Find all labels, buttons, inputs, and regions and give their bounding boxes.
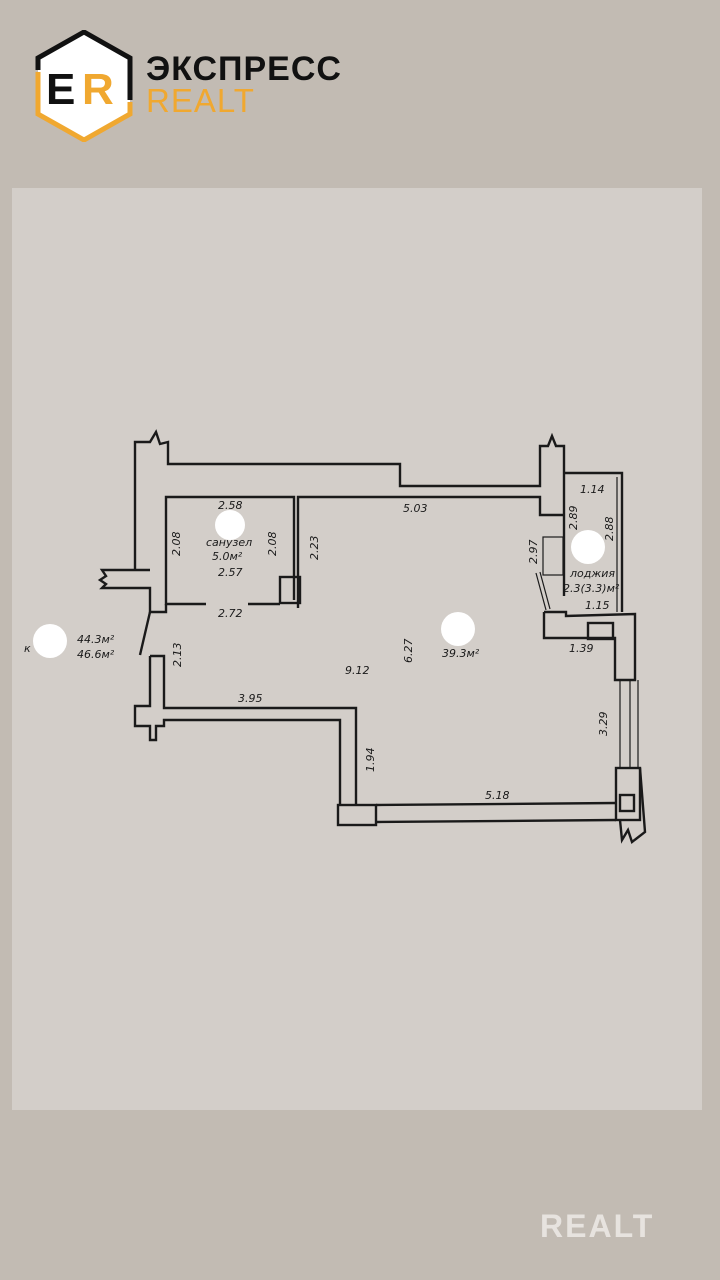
wall-entry [97, 568, 168, 614]
dim-bath-top: 2.58 [218, 499, 243, 512]
wall-lower-left-outer [133, 656, 342, 806]
door-entry [138, 611, 152, 656]
dim-bottom: 5.18 [485, 789, 510, 802]
room-area-main: 39.3м² [442, 647, 480, 660]
dim-main-width: 6.27 [402, 639, 415, 664]
redaction-dot-bathroom [215, 510, 245, 540]
wall-top [133, 429, 566, 596]
dim-bath-left: 2.08 [170, 532, 183, 557]
wall-bottom-1 [375, 801, 617, 807]
redaction-dot-loggia [571, 530, 605, 564]
wall-lower-left [150, 654, 358, 806]
room-area-bathroom: 5.0м² [212, 550, 243, 563]
wall-bottom-2 [375, 818, 617, 824]
wall-right-lower [618, 767, 647, 844]
total-prefix: к [24, 642, 31, 655]
wall-inner-top [296, 495, 564, 608]
room-area-loggia: 2.3(3.3)м² [563, 582, 620, 595]
wall-bathroom [164, 495, 296, 606]
shaft [278, 575, 302, 605]
paper-sheet [12, 188, 702, 1110]
door-loggia-2 [539, 571, 551, 610]
pillar-bottom-right [614, 766, 642, 822]
redaction-dot-total [33, 624, 67, 658]
dim-corridor: 2.72 [218, 607, 243, 620]
dim-entry: 2.13 [171, 643, 184, 668]
brand-logo: E R ЭКСПРЕСС REALT [34, 30, 354, 142]
dim-loggia-right: 2.88 [603, 517, 616, 542]
dim-step: 1.94 [364, 748, 377, 773]
logo-letter-e: E [46, 65, 75, 114]
dim-loggia-left: 2.89 [567, 506, 580, 531]
watermark: REALT [540, 1208, 655, 1244]
dim-pillar: 1.39 [569, 642, 594, 655]
wall-right-mid [542, 610, 637, 682]
dim-right-wall: 2.97 [527, 540, 540, 565]
redaction-dot-main [441, 612, 475, 646]
dim-hall-vertical: 2.23 [308, 536, 321, 561]
pillar-bottom-right-inner [618, 793, 636, 813]
pillar-bottom [336, 803, 378, 827]
wall-loggia-right [564, 471, 624, 612]
brand-title: ЭКСПРЕСС [146, 50, 342, 88]
pillar-right [586, 621, 615, 641]
dim-bath-bottom: 2.57 [218, 566, 243, 579]
room-name-loggia: лоджия [569, 567, 615, 580]
brand-subtitle: REALT [146, 82, 255, 119]
dim-lower-left: 3.95 [238, 692, 263, 705]
dim-loggia-top: 1.14 [580, 483, 605, 496]
logo-letter-r: R [82, 65, 114, 114]
door-loggia [535, 572, 547, 611]
hexagon-logo-icon: E R [35, 30, 133, 142]
dim-bath-right: 2.08 [266, 532, 279, 557]
dim-main-top: 5.03 [403, 502, 428, 515]
room-name-bathroom: санузел [206, 536, 252, 549]
dim-right-lower: 3.29 [597, 712, 610, 737]
dim-main-length: 9.12 [345, 664, 370, 677]
total-area-1: 44.3м² [77, 633, 115, 646]
total-area-2: 46.6м² [77, 648, 115, 661]
loggia-door [542, 536, 564, 576]
dim-loggia-bottom: 1.15 [585, 599, 610, 612]
